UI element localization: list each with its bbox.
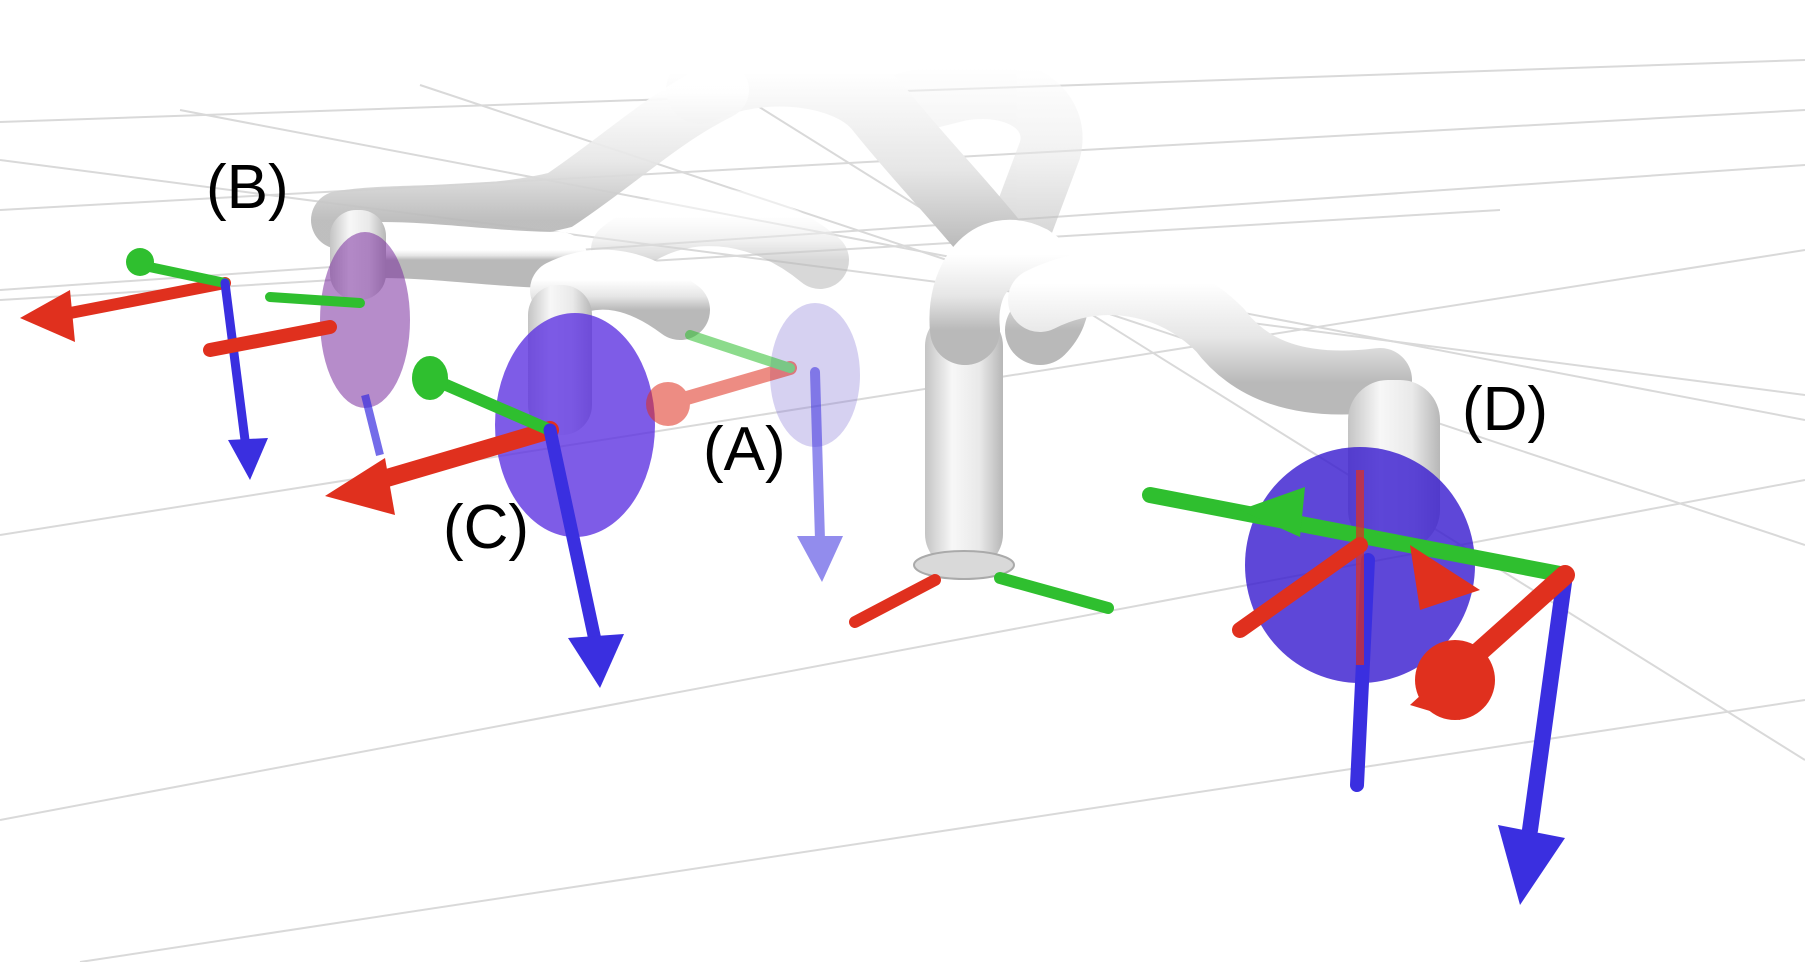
label-c: (C) (443, 493, 529, 562)
frame-b-axes (20, 248, 365, 480)
label-a: (A) (703, 415, 786, 484)
frame-c-axes (325, 356, 624, 688)
frame-d-axes (1142, 470, 1575, 905)
label-b: (B) (206, 153, 289, 222)
disc-b (320, 232, 410, 408)
world-frame-axes (849, 572, 1114, 628)
label-d: (D) (1462, 375, 1548, 444)
frame-a-axes (646, 330, 843, 582)
disc-c (495, 313, 655, 537)
robot-arm (311, 38, 1440, 580)
